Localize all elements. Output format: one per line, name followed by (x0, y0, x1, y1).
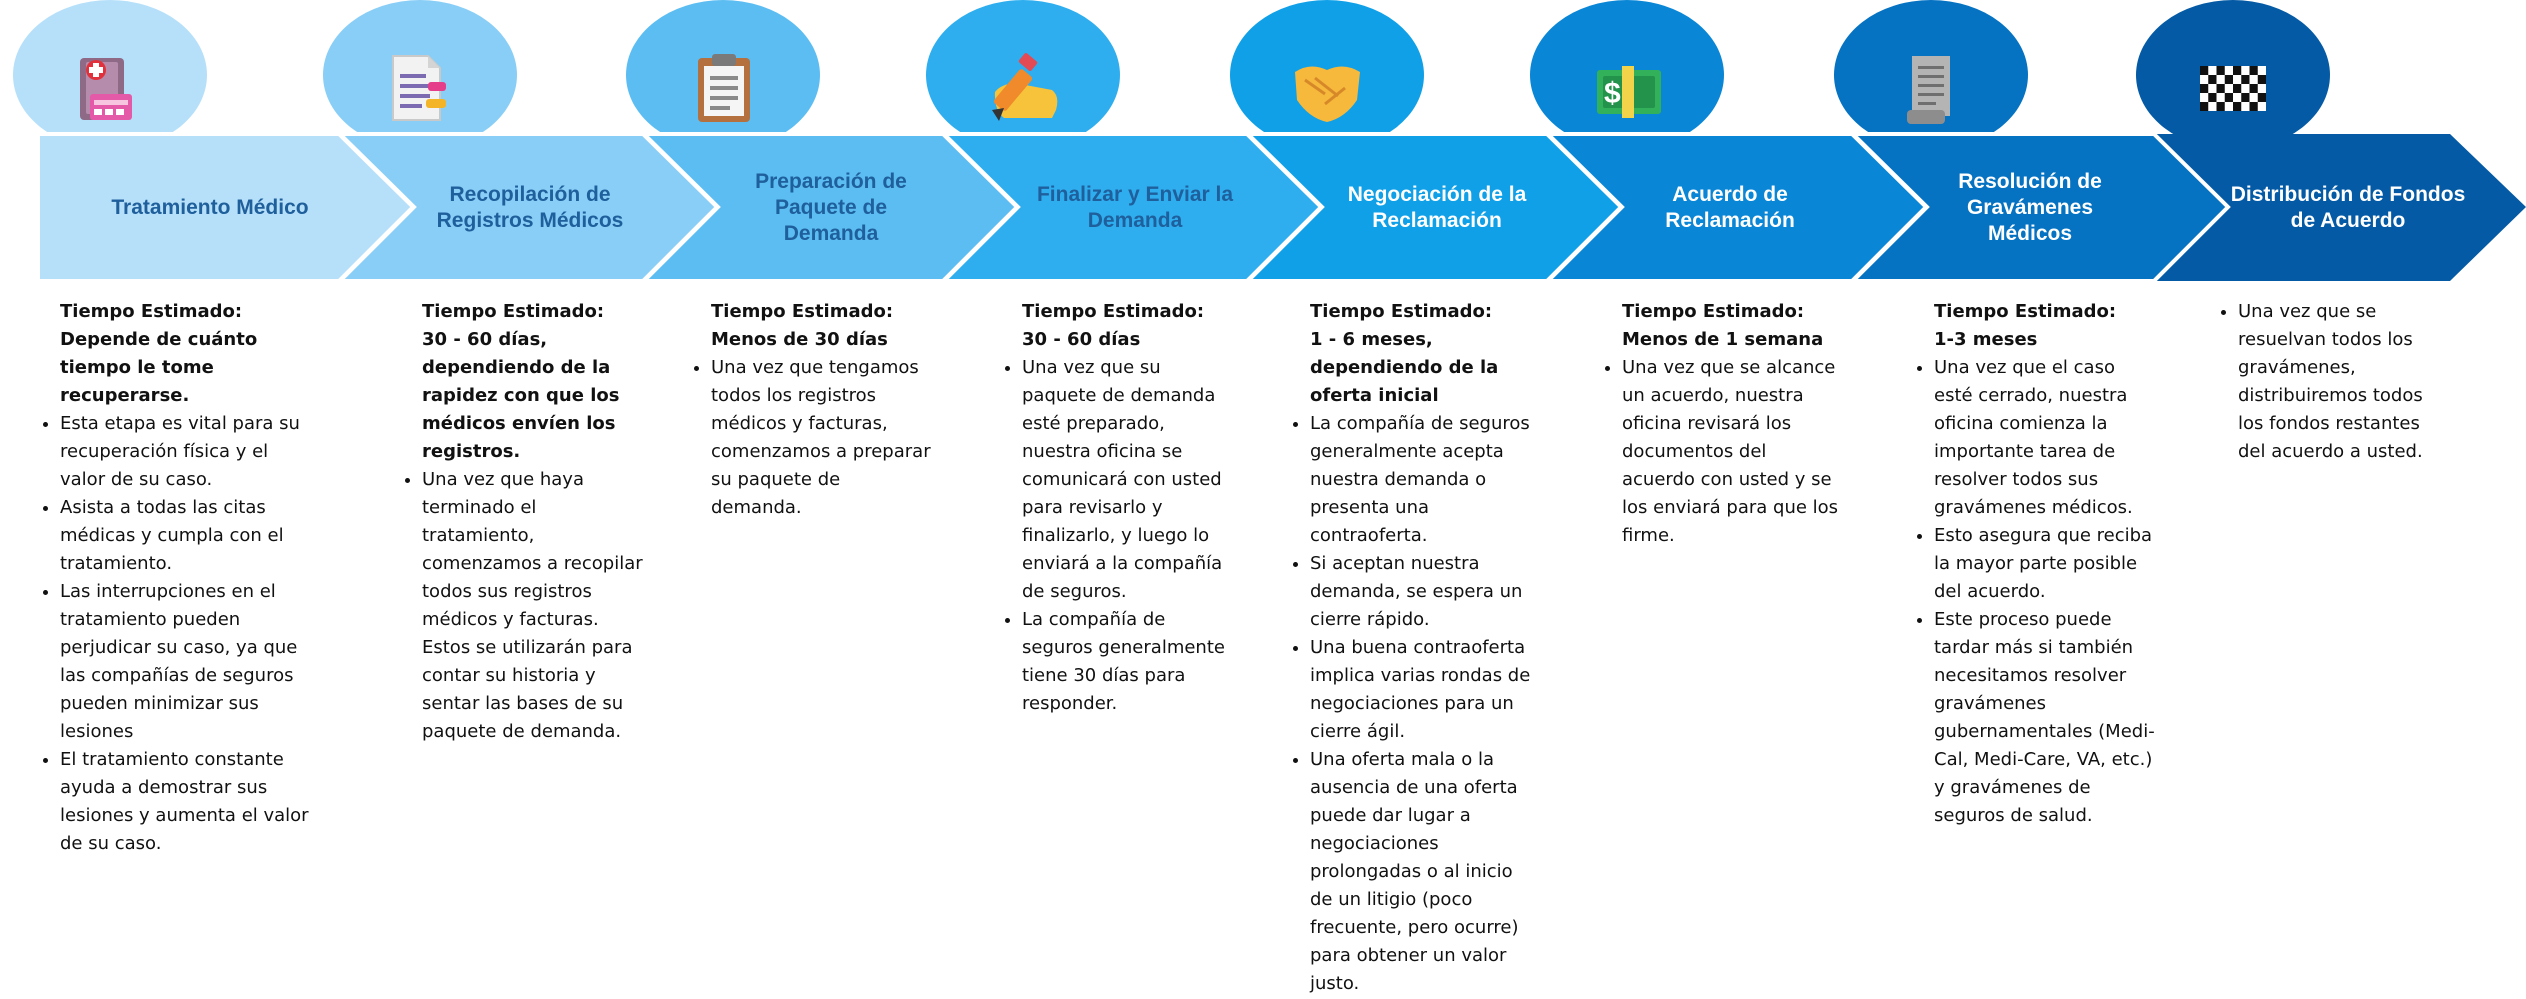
time-estimate-value: 1 - 6 meses, dependiendo de la oferta in… (1310, 329, 1499, 406)
bullet-list: Esta etapa es vital para su recuperación… (22, 410, 315, 858)
document-icon (392, 55, 446, 121)
time-estimate-value: 1-3 meses (1934, 329, 2038, 350)
time-estimate-value: Depende de cuánto tiempo le tome recuper… (60, 329, 258, 406)
list-item: Una vez que el caso esté cerrado, nuestr… (1934, 354, 2158, 522)
stage-4-details: Tiempo Estimado: 30 - 60 días Una vez qu… (984, 298, 1229, 718)
stage-1-title: Tratamiento Médico (111, 196, 309, 219)
stage-5-details: Tiempo Estimado: 1 - 6 meses, dependiend… (1272, 298, 1534, 998)
stage-6-title: Acuerdo de Reclamación (1665, 183, 1795, 232)
stage-8-arrow (2153, 134, 2526, 281)
list-item: Esto asegura que reciba la mayor parte p… (1934, 522, 2158, 606)
stage-2-title: Recopilación de Registros Médicos (436, 183, 624, 232)
svg-text:$: $ (1604, 77, 1621, 110)
stage-3-title: Preparación de Paquete de Demanda (755, 170, 907, 245)
money-icon: $ (1597, 66, 1661, 118)
time-estimate-label: Tiempo Estimado: (60, 301, 243, 322)
time-estimate-label: Tiempo Estimado: (1622, 301, 1805, 322)
stage-5-title: Negociación de la Reclamación (1347, 183, 1527, 232)
time-estimate-value: Menos de 30 días (711, 329, 888, 350)
bullet-list: Una vez que su paquete de demanda esté p… (984, 354, 1229, 718)
list-item: Este proceso puede tardar más si también… (1934, 606, 2158, 830)
time-estimate-label: Tiempo Estimado: (1022, 301, 1205, 322)
list-item: Una vez que haya terminado el tratamient… (422, 466, 644, 746)
stage-1-details: Tiempo Estimado: Depende de cuánto tiemp… (60, 298, 315, 858)
time-estimate-label: Tiempo Estimado: (1310, 301, 1493, 322)
stage-3-details: Tiempo Estimado: Menos de 30 días Una ve… (673, 298, 933, 522)
list-item: La compañía de seguros generalmente tien… (1022, 606, 1229, 718)
time-estimate-label: Tiempo Estimado: (422, 301, 605, 322)
time-estimate-label: Tiempo Estimado: (711, 301, 894, 322)
bullet-list: Una vez que se alcance un acuerdo, nuest… (1584, 354, 1844, 550)
list-item: Una vez que tengamos todos los registros… (711, 354, 933, 522)
list-item: Las interrupciones en el tratamiento pue… (60, 578, 315, 746)
list-item: Una vez que se resuelvan todos los gravá… (2238, 298, 2440, 466)
list-item: Una vez que se alcance un acuerdo, nuest… (1622, 354, 1844, 550)
stage-1-arrow (36, 132, 416, 283)
list-item: Asista a todas las citas médicas y cumpl… (60, 494, 315, 578)
medical-record-icon (80, 58, 132, 120)
list-item: Una oferta mala o la ausencia de una ofe… (1310, 746, 1534, 998)
checkered-flag-icon (2200, 66, 2266, 111)
list-item: Una buena contraoferta implica varias ro… (1310, 634, 1534, 746)
stage-4-title: Finalizar y Enviar la Demanda (1036, 183, 1234, 232)
list-item: El tratamiento constante ayuda a demostr… (60, 746, 315, 858)
time-estimate-label: Tiempo Estimado: (1934, 301, 2117, 322)
stage-8-title: Distribución de Fondos de Acuerdo (2230, 183, 2466, 232)
time-estimate-value: Menos de 1 semana (1622, 329, 1824, 350)
stage-7-details: Tiempo Estimado: 1-3 meses Una vez que e… (1896, 298, 2158, 830)
list-item: Si aceptan nuestra demanda, se espera un… (1310, 550, 1534, 634)
bullet-list: Una vez que haya terminado el tratamient… (384, 466, 644, 746)
bullet-list: Una vez que tengamos todos los registros… (673, 354, 933, 522)
pencil-hand-icon (992, 53, 1058, 121)
stage-2-details: Tiempo Estimado: 30 - 60 días, dependien… (384, 298, 644, 746)
bullet-list: La compañía de seguros generalmente acep… (1272, 410, 1534, 998)
stage-8-details: Una vez que se resuelvan todos los gravá… (2200, 298, 2440, 466)
process-banner: $ (13, 0, 2526, 283)
list-item: La compañía de seguros generalmente acep… (1310, 410, 1534, 550)
time-estimate-value: 30 - 60 días (1022, 329, 1141, 350)
list-item: Una vez que su paquete de demanda esté p… (1022, 354, 1229, 606)
handshake-icon (1295, 66, 1360, 122)
list-item: Esta etapa es vital para su recuperación… (60, 410, 315, 494)
bullet-list: Una vez que se resuelvan todos los gravá… (2200, 298, 2440, 466)
bullet-list: Una vez que el caso esté cerrado, nuestr… (1896, 354, 2158, 830)
stage-6-details: Tiempo Estimado: Menos de 1 semana Una v… (1584, 298, 1844, 550)
clipboard-icon (698, 54, 750, 122)
receipt-icon (1907, 56, 1950, 124)
time-estimate-value: 30 - 60 días, dependiendo de la rapidez … (422, 329, 620, 462)
stage-7-title: Resolución de Gravámenes Médicos (1958, 170, 2102, 245)
